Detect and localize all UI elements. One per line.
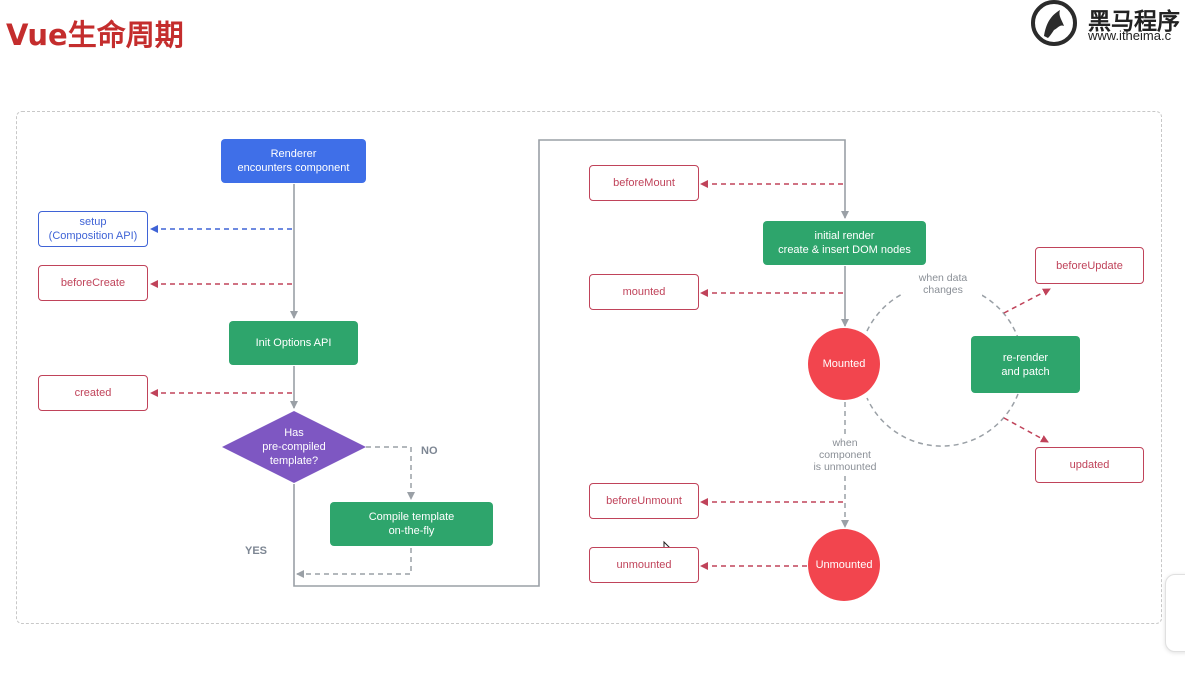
mounted-state: Mounted xyxy=(808,328,880,400)
loop-bottom-arc xyxy=(866,393,1019,447)
unmounted-hook: unmounted xyxy=(589,547,699,583)
side-panel-tab[interactable] xyxy=(1165,574,1185,652)
logo-name: 黑马程序 xyxy=(1088,9,1180,35)
renderer-node: Renderer encounters component xyxy=(221,139,366,183)
init-options-node: Init Options API xyxy=(229,321,358,365)
no-label: NO xyxy=(421,445,438,457)
loop-top-arc xyxy=(866,283,1019,339)
updated-hook: updated xyxy=(1035,447,1144,483)
diagram-frame xyxy=(16,111,1162,624)
initial-render-node: initial render create & insert DOM nodes xyxy=(763,221,926,265)
before-unmount-hook: beforeUnmount xyxy=(589,483,699,519)
page-title: Vue生命周期 xyxy=(6,18,184,52)
brand-logo: 黑马程序 www.itheima.c xyxy=(1024,0,1185,48)
has-template-diamond xyxy=(222,411,366,483)
re-render-node: re-render and patch xyxy=(971,336,1080,393)
connector-yes-to-initial-render xyxy=(293,139,849,587)
unmounted-state: Unmounted xyxy=(808,529,880,601)
when-data-changes-label: when data changes xyxy=(904,272,982,296)
connector-before-update xyxy=(1003,288,1051,314)
yes-label: YES xyxy=(245,545,268,557)
logo-url: www.itheima.c xyxy=(1088,28,1172,43)
mounted-hook: mounted xyxy=(589,274,699,310)
connector-compile-to-main xyxy=(296,548,412,578)
connector-updated xyxy=(1003,417,1049,443)
before-create-hook: beforeCreate xyxy=(38,265,148,301)
connector-no-to-compile xyxy=(366,446,415,500)
setup-hook: setup (Composition API) xyxy=(38,211,148,247)
has-template-label: Has pre-compiled template? xyxy=(262,427,326,467)
when-unmounted-label: when component is unmounted xyxy=(800,437,890,473)
compile-template-node: Compile template on-the-fly xyxy=(330,502,493,546)
created-hook: created xyxy=(38,375,148,411)
horse-logo-icon xyxy=(1031,0,1077,46)
before-mount-hook: beforeMount xyxy=(589,165,699,201)
before-update-hook: beforeUpdate xyxy=(1035,247,1144,284)
